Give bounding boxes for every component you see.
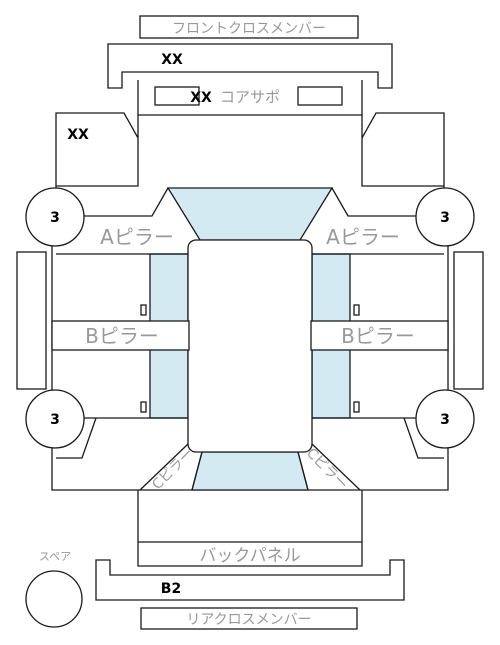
rear-left-door-handle[interactable] <box>140 401 147 413</box>
c-pillar-left-edge <box>139 443 189 491</box>
front-cross-member-label: フロントクロスメンバー <box>172 21 326 37</box>
right-front-fender[interactable] <box>361 112 445 187</box>
spare-label: スペア <box>39 550 71 563</box>
rear-left-wheel-value: 3 <box>50 412 60 428</box>
right-side-sill[interactable] <box>453 251 484 390</box>
back-panel-label: バックパネル <box>199 546 300 566</box>
core-support-label: コアサポ <box>220 88 280 106</box>
a-pillar-left-label: Aピラー <box>100 225 174 249</box>
c-pillar-right-inner <box>297 451 309 491</box>
right-rear-quarter-edge <box>403 417 444 459</box>
rear-left-wheel[interactable] <box>25 389 85 449</box>
rear-right-wheel[interactable] <box>415 389 475 449</box>
spare-tire[interactable] <box>25 570 83 628</box>
core-support-right-box[interactable] <box>297 86 343 106</box>
rear-cross-member-code: B2 <box>161 581 181 597</box>
left-rear-quarter-edge <box>56 417 97 459</box>
rear-cross-member-label: リアクロスメンバー <box>186 612 311 628</box>
c-pillar-right-edge <box>311 443 361 491</box>
front-cross-member-box[interactable] <box>139 15 359 39</box>
c-pillar-left-inner <box>191 451 203 491</box>
c-pillar-right-label: Cピラー <box>303 445 351 493</box>
front-bumper-bracket[interactable] <box>107 43 393 89</box>
front-right-wheel-value: 3 <box>440 210 450 226</box>
core-support-body <box>137 80 363 116</box>
windshield[interactable] <box>166 187 334 241</box>
b-pillar-left[interactable] <box>51 320 190 351</box>
left-front-fender[interactable] <box>55 112 139 187</box>
a-pillar-right-label: Aピラー <box>326 225 400 249</box>
a-pillar-left-edge <box>56 187 169 217</box>
front-right-wheel[interactable] <box>415 187 475 247</box>
trunk-lid[interactable] <box>137 490 363 567</box>
b-pillar-right[interactable] <box>310 320 449 351</box>
front-right-door-handle[interactable] <box>353 304 360 316</box>
rear-bumper-bracket[interactable] <box>95 559 405 601</box>
rear-right-door-handle[interactable] <box>353 401 360 413</box>
b-pillar-right-label: Bピラー <box>341 324 415 348</box>
a-pillar-right-edge <box>331 187 444 217</box>
front-left-door-handle[interactable] <box>140 304 147 316</box>
left-fender-code: XX <box>67 127 89 143</box>
rear-cross-member-box[interactable] <box>140 607 358 630</box>
c-pillar-left-label: Cピラー <box>149 445 197 493</box>
front-cross-member-code: XX <box>161 52 183 68</box>
core-support-code: XX <box>190 90 212 106</box>
front-left-wheel[interactable] <box>25 187 85 247</box>
front-left-wheel-value: 3 <box>50 210 60 226</box>
core-support-left-box[interactable] <box>154 86 200 106</box>
rear-right-wheel-value: 3 <box>440 412 450 428</box>
left-side-sill[interactable] <box>16 251 47 390</box>
b-pillar-left-label: Bピラー <box>85 324 159 348</box>
roof[interactable] <box>187 239 313 453</box>
rear-glass[interactable] <box>191 451 309 491</box>
